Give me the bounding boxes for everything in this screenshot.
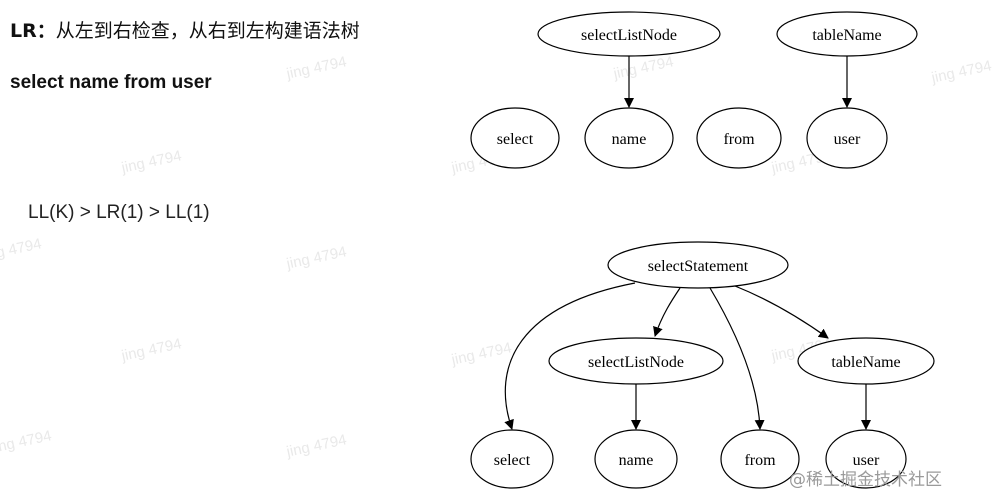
intro-heading: LR：从左到右检查，从右到左构建语法树 — [10, 18, 360, 44]
node-selectlistnode: selectListNode — [548, 337, 724, 385]
node-label: tableName — [831, 354, 900, 371]
edge-selectstatement-tablename — [734, 285, 829, 339]
node-label: user — [834, 131, 861, 148]
intro-separator: ： — [36, 20, 56, 42]
intro-description: 从左到右检查，从右到左构建语法树 — [55, 20, 360, 42]
parser-comparison: LL(K) > LR(1) > LL(1) — [28, 202, 210, 223]
node-name: name — [594, 429, 678, 489]
node-tablename: tableName — [776, 11, 918, 57]
node-label: name — [619, 452, 654, 469]
parse-tree-diagrams: selectListNode tableName select name fro… — [470, 11, 935, 489]
node-selectstatement: selectStatement — [607, 241, 789, 289]
node-from: from — [720, 429, 800, 489]
edge-selectstatement-select — [504, 282, 636, 430]
node-selectlistnode: selectListNode — [537, 11, 721, 57]
source-credit: @稀土掘金技术社区 — [789, 470, 942, 490]
node-label: user — [853, 452, 880, 469]
sql-statement: select name from user — [10, 72, 212, 93]
node-label: tableName — [812, 27, 881, 44]
node-from: from — [696, 107, 782, 169]
node-name: name — [584, 107, 674, 169]
node-label: from — [723, 131, 755, 148]
node-label: select — [494, 452, 531, 469]
node-label: from — [744, 452, 776, 469]
node-user: user — [825, 429, 907, 489]
edge-selectstatement-from — [709, 287, 765, 430]
node-label: selectStatement — [648, 258, 749, 275]
node-select: select — [470, 429, 554, 489]
node-label: selectListNode — [588, 354, 684, 371]
edge-selectstatement-selectlistnode — [653, 287, 681, 337]
node-user: user — [806, 107, 888, 169]
node-tablename: tableName — [797, 337, 935, 385]
partial-parse-tree: selectListNode tableName select name fro… — [470, 11, 918, 169]
node-label: select — [497, 131, 534, 148]
node-label: name — [612, 131, 647, 148]
node-select: select — [470, 107, 560, 169]
complete-parse-tree: selectStatement selectListNode tableName… — [470, 241, 935, 489]
intro-prefix: LR — [10, 20, 37, 42]
node-label: selectListNode — [581, 27, 677, 44]
